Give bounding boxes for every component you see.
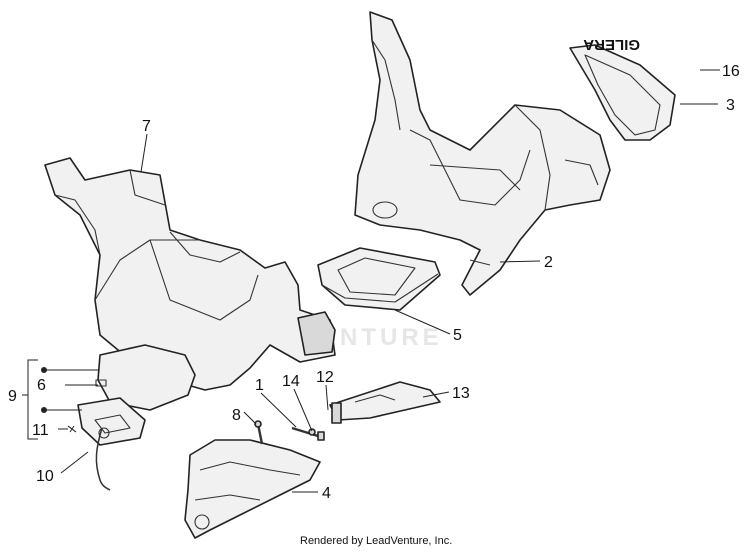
- callout-16: 16: [722, 63, 740, 80]
- callout-6: 6: [37, 377, 46, 394]
- callout-11: 11: [32, 422, 49, 439]
- part-11-screw: [67, 425, 77, 433]
- callout-1: 1: [255, 377, 264, 394]
- part-1-screw: [291, 426, 325, 441]
- part-7-front-handlebar-cover: [44, 157, 336, 391]
- part-5-glove-box-tray: [317, 247, 441, 311]
- callout-5: 5: [453, 327, 462, 344]
- callout-9: 9: [8, 388, 17, 405]
- callout-14: 14: [282, 373, 300, 390]
- render-credit: Rendered by LeadVenture, Inc.: [300, 535, 452, 547]
- part-13-cover-plate: [329, 381, 441, 421]
- callout-2: 2: [544, 254, 553, 271]
- group-dot-1: [41, 367, 47, 373]
- part-3-headlight-trim: [569, 44, 676, 141]
- callout-13: 13: [452, 385, 470, 402]
- callout-4: 4: [322, 485, 331, 502]
- callout-3: 3: [726, 97, 735, 114]
- part-16-logo-decal: GILERA: [583, 36, 640, 53]
- group-dot-2: [41, 407, 47, 413]
- leader-lines: [22, 69, 720, 493]
- callout-7: 7: [142, 118, 151, 135]
- part-2-rear-handlebar-cover: [354, 11, 611, 296]
- callout-8: 8: [232, 407, 241, 424]
- callout-10: 10: [36, 468, 54, 485]
- part-8-screw: [254, 420, 264, 445]
- part-10-wiring-harness: [95, 427, 111, 491]
- part-6-dashboard-panel: [77, 344, 196, 446]
- part-14-washer: [308, 428, 316, 436]
- part-12-clip: [331, 402, 342, 424]
- callout-12: 12: [316, 369, 334, 386]
- part-4-lower-fairing: [184, 439, 321, 539]
